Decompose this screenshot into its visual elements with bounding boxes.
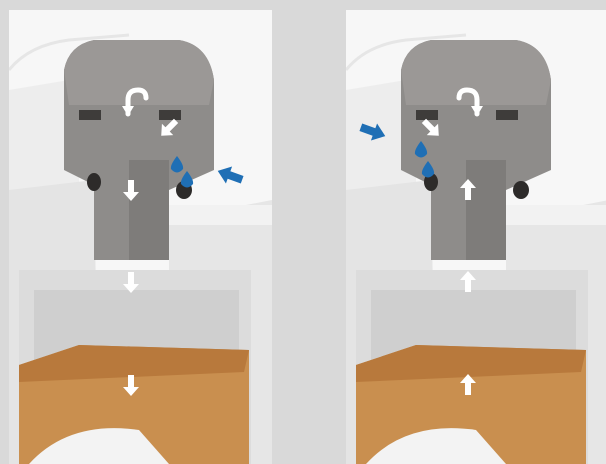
panel-illustration	[346, 10, 606, 464]
valve-slot	[416, 110, 438, 120]
valve-slot	[159, 110, 181, 120]
valve-slot	[79, 110, 101, 120]
valve-head-top	[64, 40, 214, 105]
panel-upward-flow	[346, 10, 606, 464]
valve-stem-shadow	[466, 160, 506, 260]
panel-downward-flow	[9, 10, 272, 464]
valve-stem-shadow	[129, 160, 169, 260]
casing-right-top	[506, 205, 606, 225]
valve-hole	[87, 173, 101, 191]
casing-right-top	[169, 205, 272, 225]
valve-hole	[513, 181, 529, 199]
valve-slot	[496, 110, 518, 120]
panel-illustration	[9, 10, 272, 464]
